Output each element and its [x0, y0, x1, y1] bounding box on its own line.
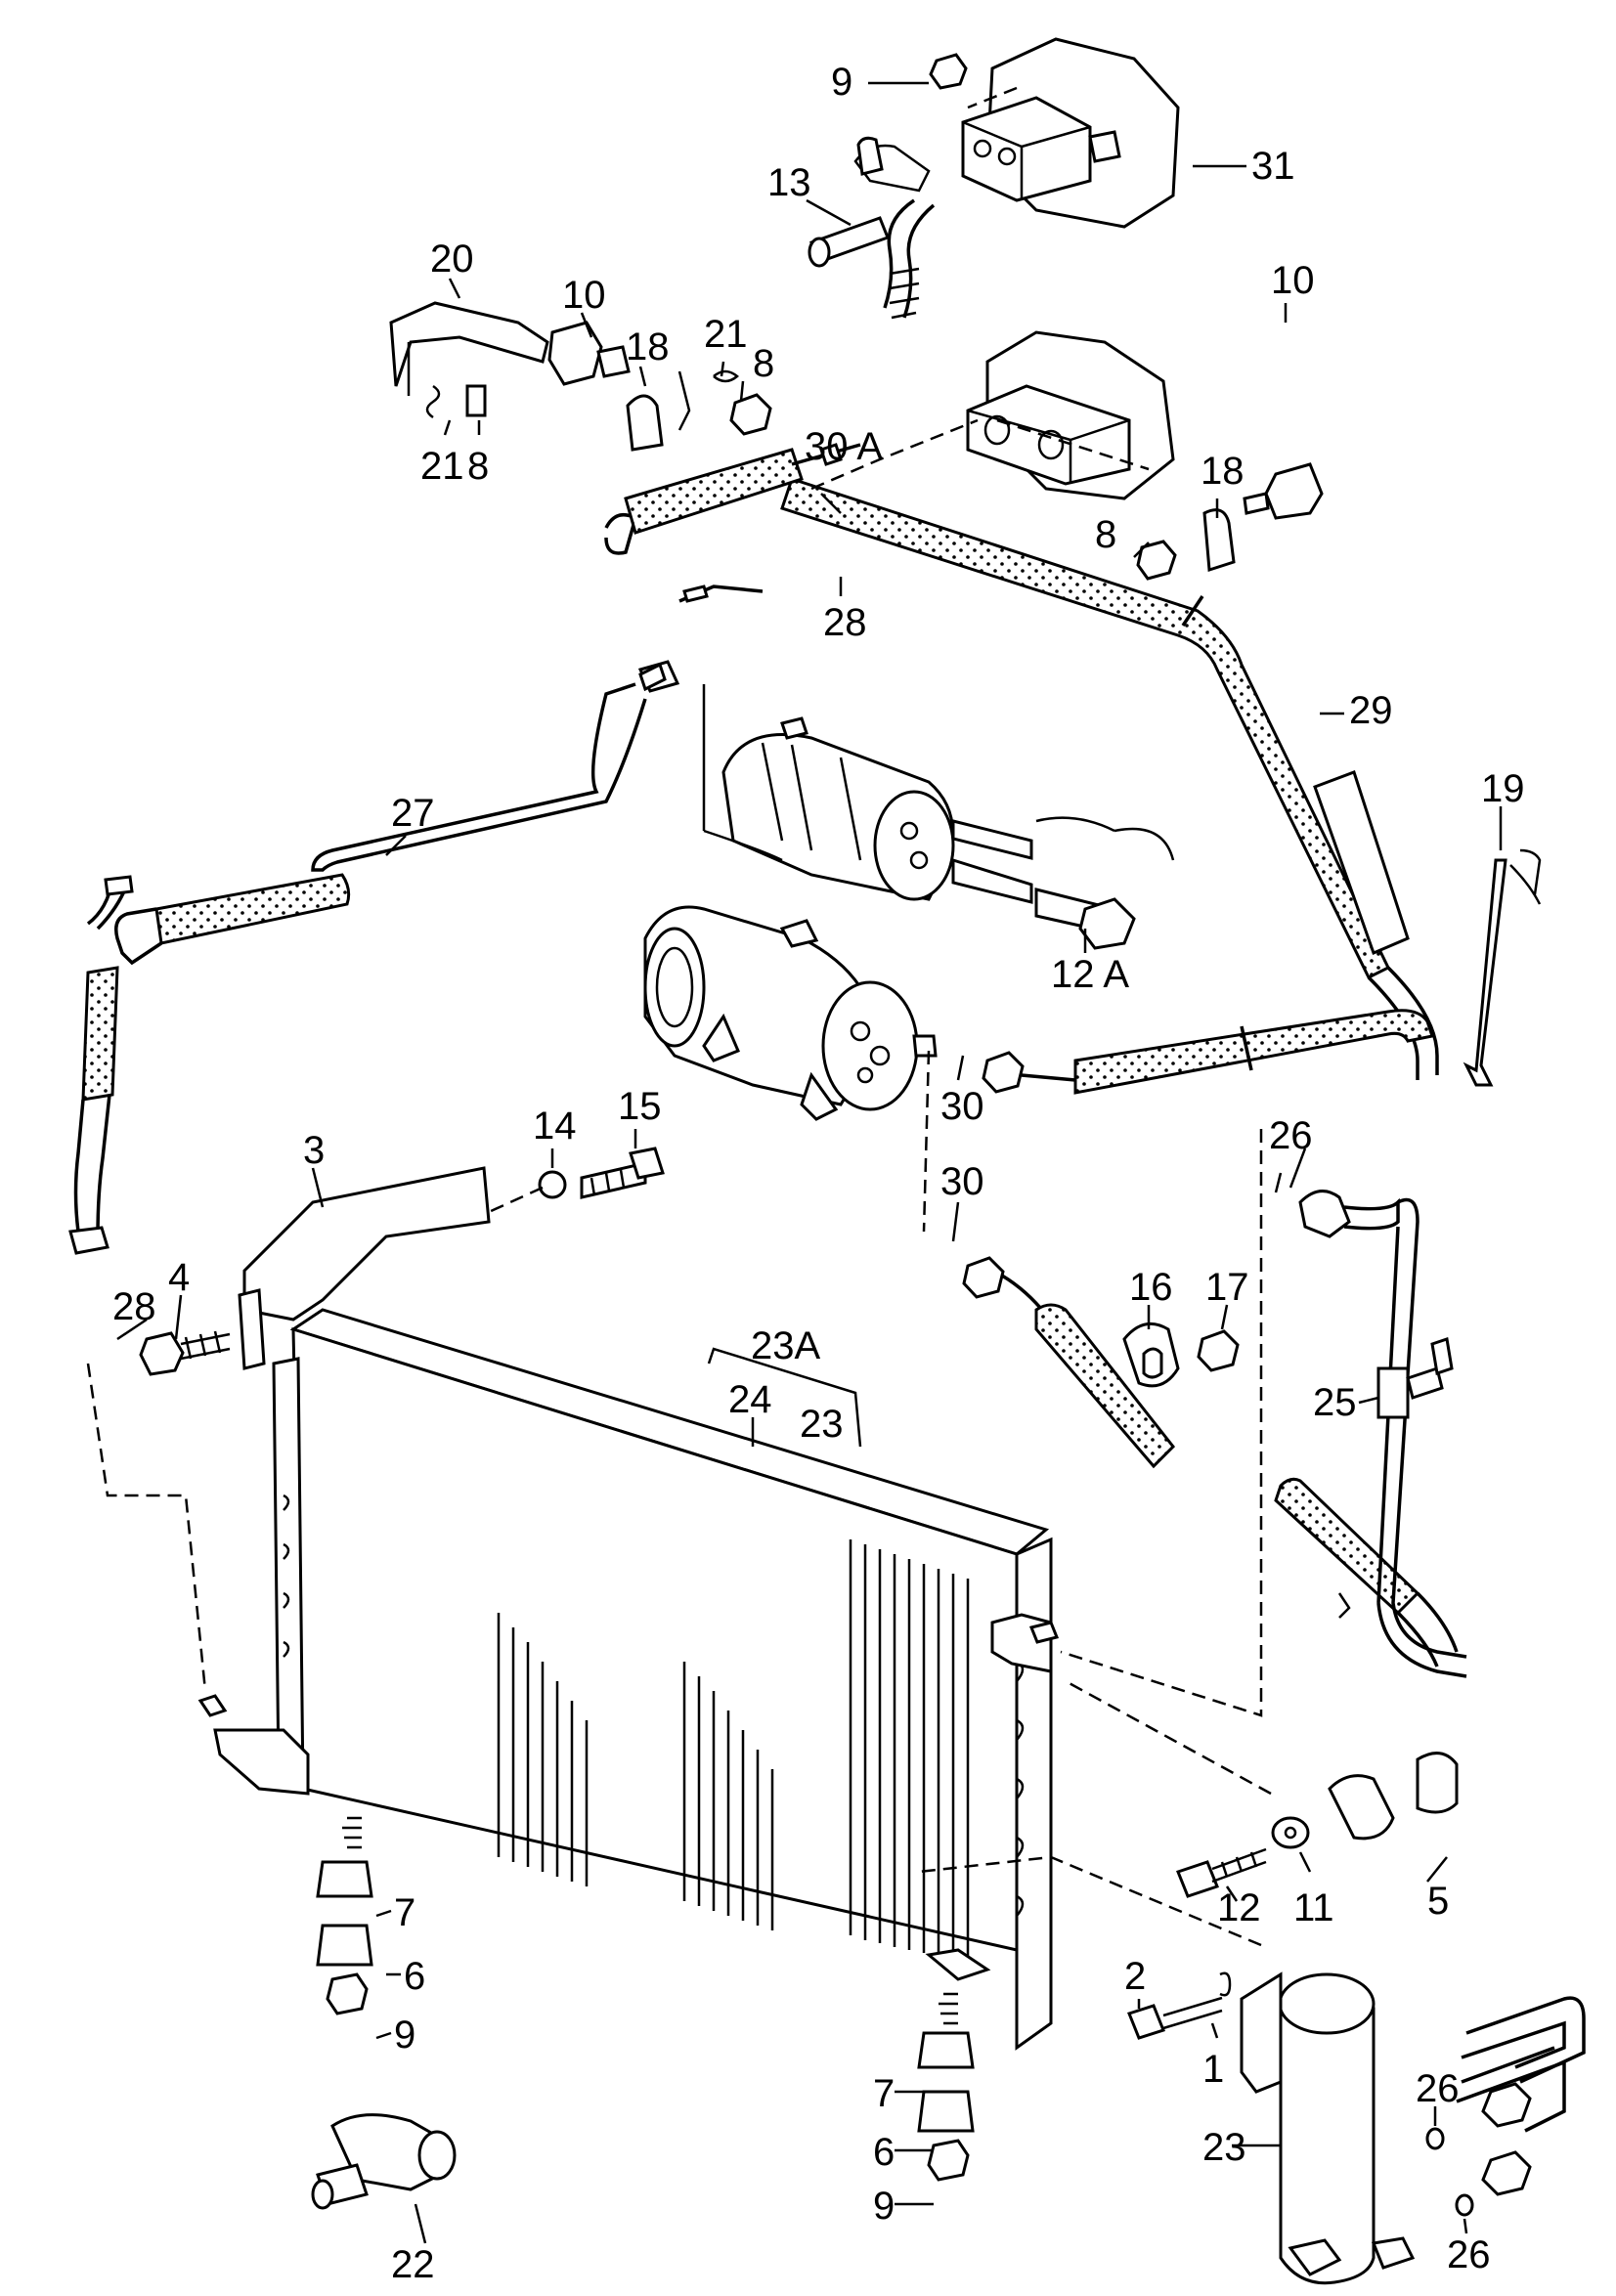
callout-19: 19 [1481, 767, 1525, 810]
callout-21-right: 21 [704, 313, 748, 356]
leader-lines [116, 81, 1503, 2244]
callout-8-right: 8 [1095, 513, 1116, 556]
callout-28-top: 28 [823, 601, 867, 644]
condenser-mounts [316, 1816, 975, 2182]
bracket-19 [1463, 848, 1542, 1087]
callout-10-right: 10 [1271, 259, 1315, 302]
callout-31: 31 [1251, 145, 1295, 188]
bracket-3-and-fasteners [139, 1147, 665, 1376]
callout-12a: 12 A [1051, 953, 1129, 996]
callout-8-left: 8 [467, 445, 489, 488]
callout-23-drier: 23 [1202, 2126, 1246, 2169]
callout-9-right: 9 [873, 2185, 895, 2228]
callout-14: 14 [533, 1105, 577, 1148]
callout-9-top: 9 [831, 61, 852, 104]
callout-17: 17 [1205, 1266, 1249, 1309]
expansion-valve-assembly-middle [780, 330, 1439, 1080]
expansion-valve-assembly-top [808, 37, 1180, 320]
callout-28-left: 28 [112, 1285, 156, 1328]
compressor-variant-a [702, 684, 1175, 950]
compressor-variant-b [643, 905, 1434, 1121]
callout-11: 11 [1293, 1886, 1334, 1929]
callout-4: 4 [168, 1256, 190, 1299]
callout-20: 20 [430, 238, 474, 281]
callout-16: 16 [1129, 1266, 1173, 1309]
callout-2: 2 [1124, 1955, 1146, 1998]
callout-26-top: 26 [1269, 1114, 1313, 1157]
callout-30-lower: 30 [940, 1160, 984, 1203]
callout-13: 13 [767, 161, 811, 204]
callout-27: 27 [391, 792, 435, 835]
callout-1: 1 [1202, 2048, 1224, 2091]
refrigerant-line-27 [68, 443, 861, 1255]
callout-9-left: 9 [394, 2014, 415, 2057]
callout-3: 3 [303, 1129, 325, 1172]
callout-24: 24 [728, 1378, 772, 1421]
callout-10-left: 10 [562, 274, 606, 317]
condenser-side-mount [1176, 1752, 1459, 1898]
callout-25: 25 [1313, 1381, 1357, 1424]
condenser-23a [197, 1308, 1060, 2051]
callout-29: 29 [1349, 689, 1393, 732]
callout-15: 15 [618, 1085, 662, 1128]
callout-23a: 23A [751, 1324, 820, 1367]
receiver-drier-23 [1127, 1971, 1586, 2285]
callout-23-condenser: 23 [800, 1403, 844, 1446]
high-pressure-line-25 [1298, 1190, 1467, 1678]
callout-12: 12 [1217, 1886, 1261, 1929]
callout-26-middle: 26 [1416, 2067, 1460, 2110]
callout-30a: 30 A [805, 425, 883, 468]
callout-7-right: 7 [873, 2072, 895, 2115]
callout-21-left: 21 [420, 445, 464, 488]
callout-26-bottom: 26 [1447, 2233, 1491, 2276]
callout-6-left: 6 [404, 1955, 425, 1998]
callout-5: 5 [1427, 1880, 1449, 1923]
bracket-and-fittings-upper-left [389, 301, 772, 452]
assembly-guide-lines [86, 86, 1272, 1947]
callout-18-right: 18 [1201, 450, 1245, 493]
callout-7-left: 7 [394, 1891, 415, 1934]
callout-6-right: 6 [873, 2131, 895, 2174]
refrigerant-line-30 [962, 1256, 1459, 1668]
callout-8-top: 8 [753, 342, 774, 385]
pressure-switch-22 [311, 2113, 457, 2210]
callout-30-upper: 30 [940, 1085, 984, 1128]
callout-18-left: 18 [626, 325, 670, 368]
callout-22: 22 [391, 2243, 435, 2286]
clamp-16-and-nut-17 [1122, 1321, 1240, 1388]
callout-labels: 9 31 13 20 10 21 18 8 21 8 30 A 10 18 8 … [112, 61, 1525, 2286]
